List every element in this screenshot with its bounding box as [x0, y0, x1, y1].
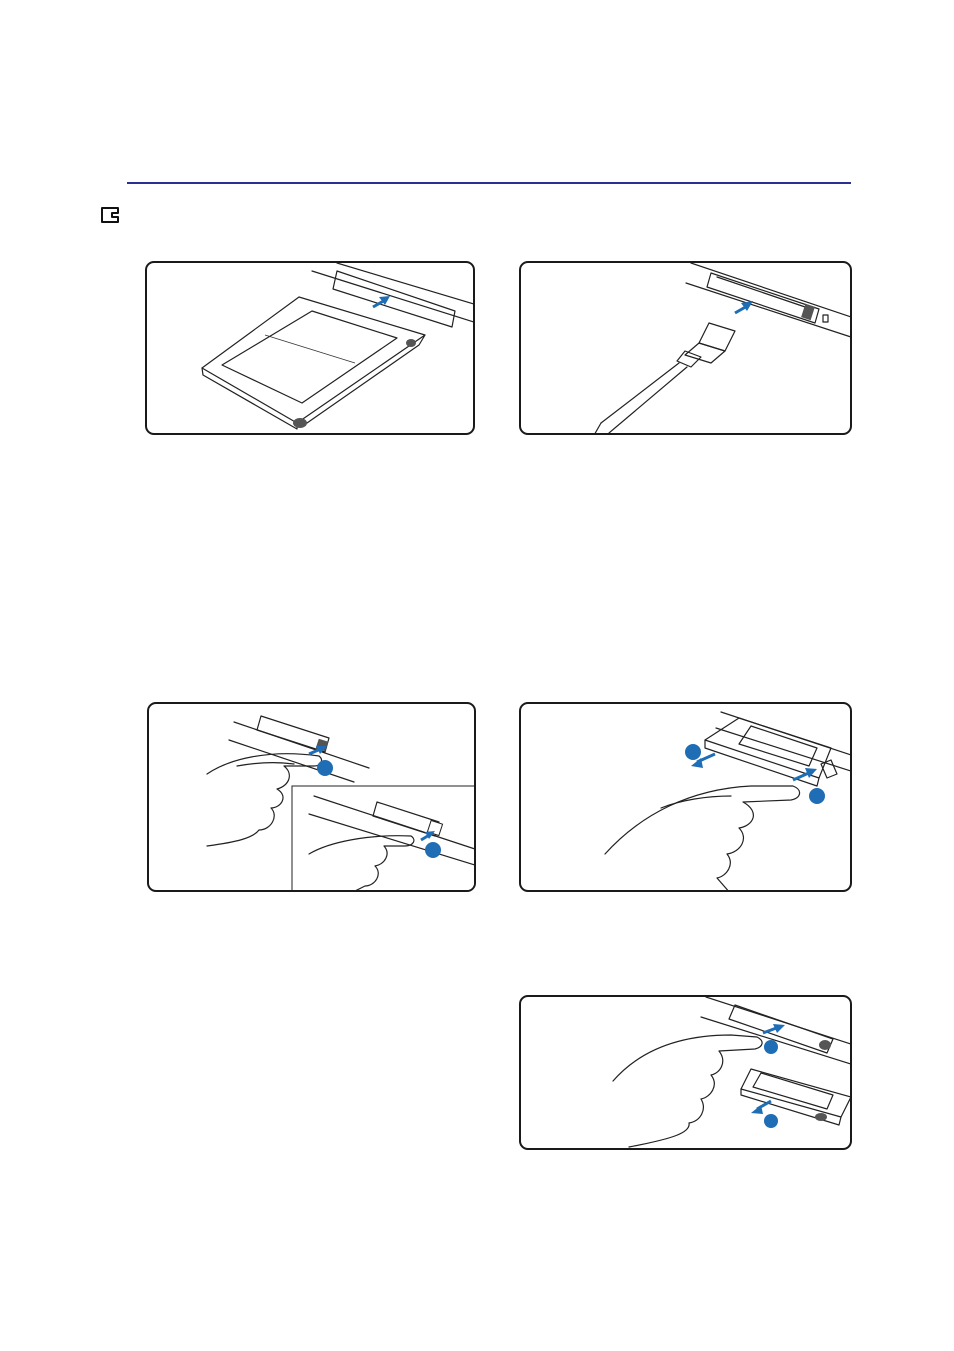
- expresscard-cable-illustration: [521, 263, 852, 435]
- pull-card-out-illustration: [521, 997, 852, 1150]
- figure-pc-card-insert: [145, 261, 475, 435]
- press-eject-button-illustration: [149, 704, 476, 892]
- figure-push-card-release: [519, 702, 852, 892]
- figure-pull-card-out: [519, 995, 852, 1150]
- pc-card-insert-illustration: [147, 263, 475, 435]
- section-header-rule: [127, 182, 851, 184]
- figure-expresscard-cable-insert: [519, 261, 852, 435]
- figure-press-eject-button: [147, 702, 476, 892]
- push-card-release-illustration: [521, 704, 852, 892]
- card-slot-icon: [100, 206, 122, 224]
